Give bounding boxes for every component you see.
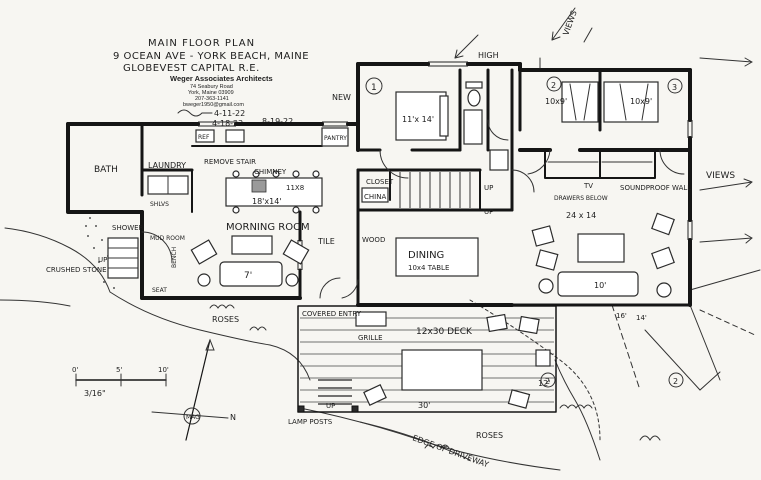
room-mark-2: 2 bbox=[551, 81, 556, 90]
bed2a-dim: 10x9' bbox=[545, 97, 567, 106]
deck-width-label: 30' bbox=[418, 401, 430, 410]
living-area: TV DRAWERS BELOW 24 x 14 SOUNDPROOF WALL… bbox=[531, 182, 691, 320]
seat-label: SEAT bbox=[152, 287, 167, 294]
revision-dates: 4-11-22 4-18-22 8-19-22 bbox=[177, 109, 293, 128]
remove-stair-label: REMOVE STAIR bbox=[204, 158, 256, 166]
bath-label: BATH bbox=[94, 165, 118, 175]
morning-room-label: MORNING ROOM bbox=[226, 222, 310, 233]
site-mark-2a: 2 bbox=[545, 377, 550, 386]
date-3: 8-19-22 bbox=[262, 117, 293, 126]
kitchen-dim: 18'x14' bbox=[252, 197, 282, 206]
interior-walls bbox=[66, 68, 692, 214]
scale-5: 5' bbox=[116, 366, 122, 374]
dim-14: 14' bbox=[636, 314, 647, 322]
bedrooms-2-3: 2 3 10x9' 10x9' bbox=[545, 76, 683, 163]
drawers-label: DRAWERS BELOW bbox=[554, 195, 608, 202]
door-swings bbox=[141, 119, 685, 299]
up-stair-label: UP bbox=[484, 184, 493, 192]
stamp-email: bweger1950@gmail.com bbox=[183, 102, 244, 108]
main-stair: UP UP CLOSET CHINA bbox=[361, 57, 541, 216]
date-1: 4-11-22 bbox=[214, 109, 245, 118]
north-arrow-icon: MAG N bbox=[151, 338, 236, 441]
mag-label: MAG bbox=[186, 414, 200, 421]
site-mark-2b: 2 bbox=[673, 377, 678, 386]
deck-label: 12x30 DECK bbox=[416, 327, 473, 337]
china-label: CHINA bbox=[364, 193, 386, 201]
kitchen-island: REMOVE STAIR CHIMNEY 11X8 18'x14' bbox=[204, 158, 323, 214]
plan-address: 9 OCEAN AVE - YORK BEACH, MAINE bbox=[113, 51, 309, 62]
date-2: 4-18-22 bbox=[212, 119, 243, 128]
plan-title: MAIN FLOOR PLAN bbox=[148, 38, 255, 49]
bedroom-1: 1 NEW 11'x 14' HIGH bbox=[332, 51, 499, 141]
scale-bar: 0' 5' 10' 3/16" bbox=[72, 366, 169, 398]
pantry-label: PANTRY bbox=[324, 135, 347, 142]
title-block: MAIN FLOOR PLAN 9 OCEAN AVE - YORK BEACH… bbox=[113, 38, 309, 74]
stamp-phone: 207-363-1141 bbox=[195, 96, 229, 102]
dining-table-label: 10x4 TABLE bbox=[408, 264, 449, 272]
wood-label: WOOD bbox=[362, 236, 385, 244]
site-landscape bbox=[0, 217, 761, 471]
views-right-label: VIEWS bbox=[706, 171, 735, 181]
sofa-left-dim: 7' bbox=[244, 271, 252, 281]
room-mark-1: 1 bbox=[371, 83, 377, 93]
morning-room: MORNING ROOM 7' TILE bbox=[190, 222, 335, 287]
grille-label: GRILLE bbox=[358, 334, 383, 342]
island-dim: 11X8 bbox=[286, 184, 304, 192]
stamp-city: York, Maine 03909 bbox=[188, 90, 234, 96]
dining-area: DINING 10x4 TABLE WOOD bbox=[362, 236, 479, 277]
soundproof-label: SOUNDPROOF WALL bbox=[620, 184, 691, 192]
dim-16: 16' bbox=[616, 312, 627, 320]
roses-left-label: ROSES bbox=[212, 315, 239, 324]
covered-entry-label: COVERED ENTRY bbox=[302, 310, 362, 318]
bed1-dim: 11'x 14' bbox=[402, 115, 434, 124]
bath-room: BATH bbox=[94, 165, 118, 175]
view-arrows bbox=[454, 7, 753, 244]
bench-label: BENCH bbox=[171, 247, 178, 268]
laundry-room: LAUNDRY SHLVS REF bbox=[147, 129, 245, 208]
plan-client: GLOBEVEST CAPITAL R.E. bbox=[123, 63, 260, 74]
chimney-label: CHIMNEY bbox=[254, 168, 287, 176]
laundry-label: LAUNDRY bbox=[148, 161, 186, 170]
deck: GRILLE 12x30 DECK COVERED ENTRY 30' 12' … bbox=[288, 305, 557, 426]
shower-label: SHOWER bbox=[112, 224, 144, 232]
sofa-right-dim: 10' bbox=[594, 281, 606, 290]
lamp-posts-label: LAMP POSTS bbox=[288, 418, 333, 426]
architect-stamp: Weger Associates Architects 74 Seabury R… bbox=[170, 74, 273, 108]
new-label: NEW bbox=[332, 93, 351, 102]
scale-0: 0' bbox=[72, 366, 78, 374]
roses-bottom-label: ROSES bbox=[476, 431, 503, 440]
tv-label: TV bbox=[583, 182, 593, 190]
center-bath bbox=[463, 81, 509, 171]
high-label: HIGH bbox=[478, 51, 499, 60]
north-label: N bbox=[230, 413, 236, 422]
ref-label: REF bbox=[198, 134, 210, 141]
stamp-firm: Weger Associates Architects bbox=[170, 74, 273, 83]
tile-label: TILE bbox=[317, 237, 335, 246]
up-hall-label: UP bbox=[484, 208, 493, 216]
dining-label: DINING bbox=[408, 250, 444, 261]
mud-room: SHOWER MUD ROOM BENCH SEAT UP CRUSHED ST… bbox=[46, 224, 185, 294]
crushed-stone-label: CRUSHED STONE bbox=[46, 266, 107, 274]
scale-ratio: 3/16" bbox=[84, 389, 106, 398]
scale-10: 10' bbox=[158, 366, 169, 374]
room-mark-3: 3 bbox=[672, 83, 677, 92]
mud-room-label: MUD ROOM bbox=[150, 235, 185, 242]
deck-depth-label: 12' bbox=[538, 379, 550, 388]
living-dim: 24 x 14 bbox=[566, 211, 596, 220]
stamp-street: 74 Seabury Road bbox=[190, 84, 233, 90]
shelves-label: SHLVS bbox=[150, 201, 169, 208]
closet-label: CLOSET bbox=[366, 178, 394, 186]
up-left-label: UP bbox=[98, 256, 107, 264]
up-deck-label: UP bbox=[326, 402, 335, 410]
bed2b-dim: 10x9' bbox=[630, 97, 652, 106]
kitchen-counter: PANTRY bbox=[191, 127, 349, 147]
